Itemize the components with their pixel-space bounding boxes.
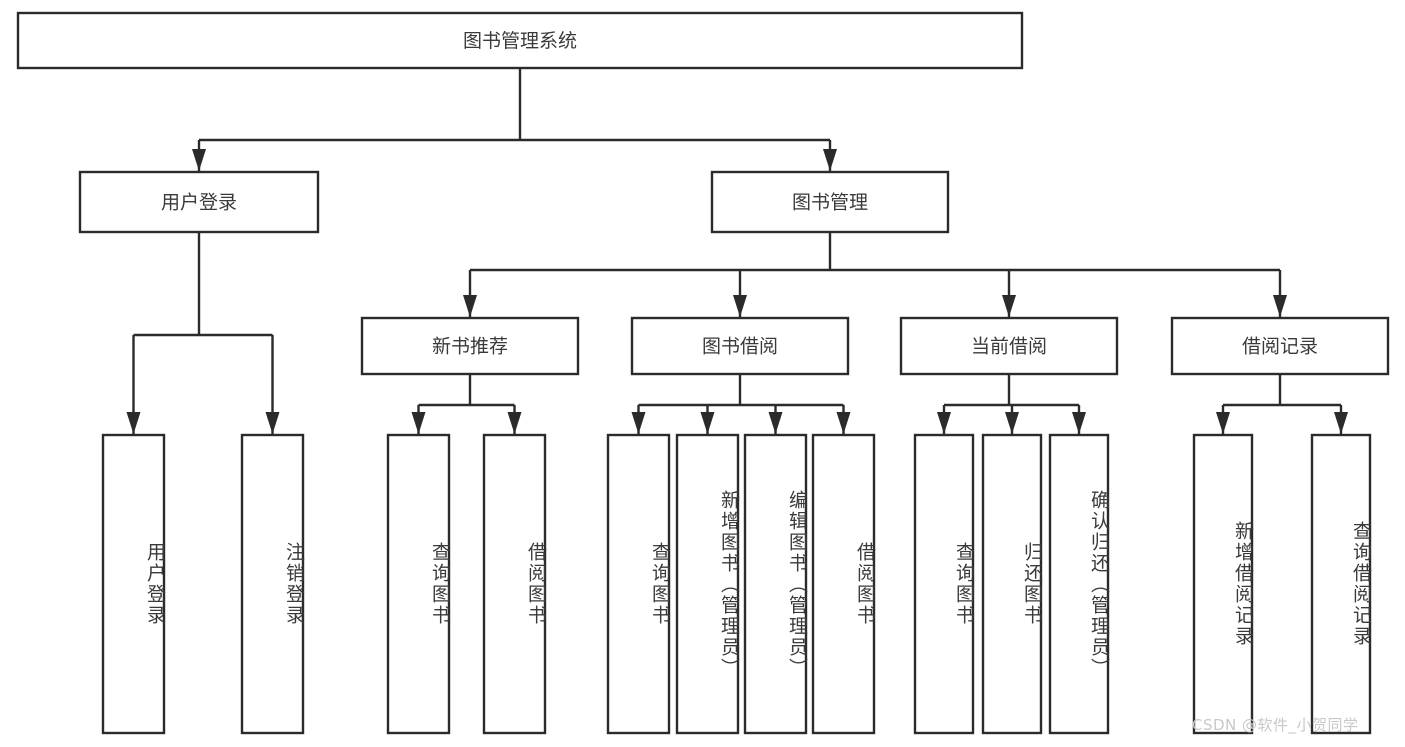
node-box-current-borrow[interactable] xyxy=(899,316,1119,376)
node-boxes-group xyxy=(16,11,1390,735)
arrow-head-icon-current-borrow-to-leaf-return-book xyxy=(1005,412,1019,434)
node-label-book-borrow: 图书借阅 xyxy=(702,336,778,358)
arrow-head-icon-book-borrow-to-leaf-borrow-book-2 xyxy=(836,412,851,434)
node-box-leaf-query-book-2[interactable] xyxy=(606,433,671,735)
arrow-head-icon-book-borrow-to-leaf-edit-book xyxy=(768,412,783,434)
node-box-leaf-query-record[interactable] xyxy=(1310,433,1372,735)
node-box-user-login[interactable] xyxy=(78,170,320,234)
node-box-leaf-edit-book[interactable] xyxy=(743,433,808,735)
arrow-head-icon-new-book-recommend-to-leaf-query-book-1 xyxy=(411,412,426,434)
arrow-head-icon-book-manage-to-new-book-recommend xyxy=(463,295,477,317)
node-box-leaf-confirm-return[interactable] xyxy=(1048,433,1110,735)
arrow-head-icon-new-book-recommend-to-leaf-borrow-book-1 xyxy=(507,412,522,434)
node-box-book-manage[interactable] xyxy=(710,170,950,234)
node-box-leaf-borrow-book-1[interactable] xyxy=(482,433,547,735)
node-box-borrow-record[interactable] xyxy=(1170,316,1390,376)
node-box-leaf-return-book[interactable] xyxy=(981,433,1043,735)
arrow-head-icon-user-login-to-leaf-logout xyxy=(265,412,280,434)
node-label-borrow-record: 借阅记录 xyxy=(1242,336,1318,358)
arrow-head-icon-book-manage-to-borrow-record xyxy=(1273,295,1287,317)
arrow-head-icon-root-to-book-manage xyxy=(823,149,837,171)
node-box-leaf-borrow-book-2[interactable] xyxy=(811,433,876,735)
connector-lines-group xyxy=(126,68,1348,434)
arrow-head-icon-book-borrow-to-leaf-add-book xyxy=(700,412,715,434)
arrow-head-icon-book-manage-to-book-borrow xyxy=(733,295,747,317)
arrow-head-icon-current-borrow-to-leaf-query-book-3 xyxy=(937,412,951,434)
node-label-new-book-recommend: 新书推荐 xyxy=(432,336,508,358)
arrow-head-icon-current-borrow-to-leaf-confirm-return xyxy=(1072,412,1086,434)
node-box-leaf-add-record[interactable] xyxy=(1192,433,1254,735)
node-label-book-manage: 图书管理 xyxy=(792,192,868,214)
arrow-head-icon-user-login-to-leaf-user-login xyxy=(126,412,141,434)
arrow-head-icon-borrow-record-to-leaf-add-record xyxy=(1216,412,1230,434)
csdn-watermark: CSDN @软件_小贺同学 xyxy=(1192,716,1359,734)
node-label-current-borrow: 当前借阅 xyxy=(971,336,1047,358)
arrow-head-icon-book-manage-to-current-borrow xyxy=(1002,295,1016,317)
node-box-leaf-query-book-3[interactable] xyxy=(913,433,975,735)
node-box-book-borrow[interactable] xyxy=(630,316,850,376)
node-label-user-login: 用户登录 xyxy=(161,192,237,214)
arrow-head-icon-borrow-record-to-leaf-query-record xyxy=(1334,412,1348,434)
node-box-new-book-recommend[interactable] xyxy=(360,316,580,376)
node-label-root: 图书管理系统 xyxy=(463,30,577,52)
arrow-head-icon-book-borrow-to-leaf-query-book-2 xyxy=(631,412,646,434)
node-box-leaf-add-book[interactable] xyxy=(675,433,740,735)
node-box-leaf-query-book-1[interactable] xyxy=(386,433,451,735)
node-box-leaf-user-login[interactable] xyxy=(101,433,166,735)
arrow-head-icon-root-to-user-login xyxy=(192,149,206,171)
node-box-root[interactable] xyxy=(16,11,1024,70)
node-box-leaf-logout[interactable] xyxy=(240,433,305,735)
